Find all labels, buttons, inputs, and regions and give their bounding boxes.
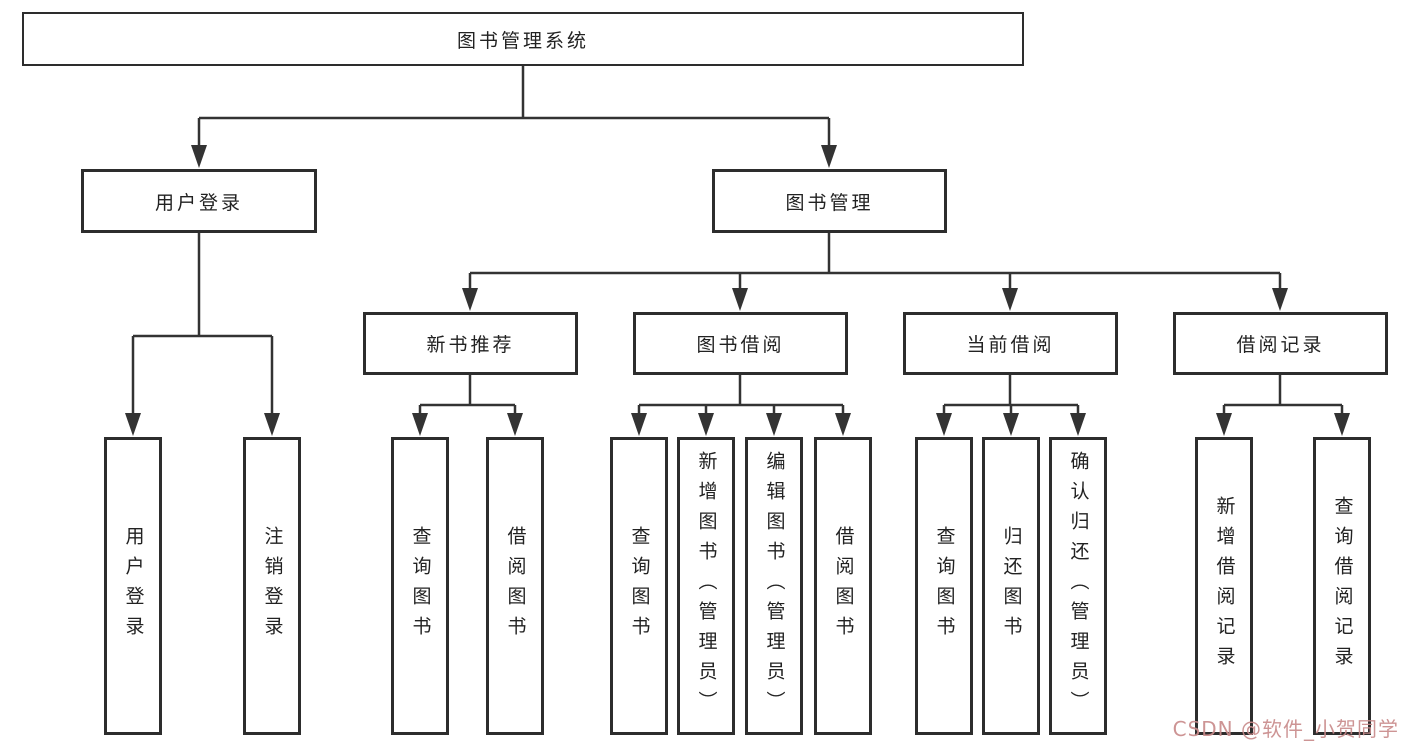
node-new-book-recommend-label: 新书推荐	[426, 334, 515, 356]
leaf-query-borrow-record: 查询借阅记录	[1313, 437, 1371, 735]
node-book-management-label: 图书管理	[785, 191, 874, 214]
node-borrow-records-label: 借阅记录	[1236, 334, 1325, 356]
leaf-borrow-book-2-label: 借阅图书	[832, 526, 855, 646]
node-book-borrow: 图书借阅	[633, 312, 848, 375]
leaf-logout-label: 注销登录	[261, 526, 284, 646]
node-current-borrow-label: 当前借阅	[966, 334, 1055, 356]
node-book-borrow-label: 图书借阅	[696, 334, 785, 356]
leaf-query-book-1: 查询图书	[391, 437, 449, 735]
leaf-query-book-1-label: 查询图书	[409, 526, 432, 646]
leaf-query-book-3-label: 查询图书	[933, 526, 956, 646]
watermark-text: CSDN @软件_小贺同学	[1172, 717, 1399, 741]
node-current-borrow: 当前借阅	[903, 312, 1118, 375]
leaf-borrow-book-2: 借阅图书	[814, 437, 872, 735]
leaf-logout: 注销登录	[243, 437, 301, 735]
leaf-query-book-2-label: 查询图书	[628, 526, 651, 646]
node-user-login: 用户登录	[81, 169, 317, 233]
leaf-user-login-label: 用户登录	[122, 526, 145, 646]
leaf-borrow-book-1-label: 借阅图书	[504, 526, 527, 646]
leaf-user-login: 用户登录	[104, 437, 162, 735]
leaf-borrow-book-1: 借阅图书	[486, 437, 544, 735]
leaf-add-borrow-record: 新增借阅记录	[1195, 437, 1253, 735]
leaf-query-borrow-record-label: 查询借阅记录	[1331, 496, 1354, 676]
node-root-label: 图书管理系统	[456, 29, 589, 52]
leaf-query-book-3: 查询图书	[915, 437, 973, 735]
leaf-confirm-return-admin: 确认归还（管理员）	[1049, 437, 1107, 735]
leaf-confirm-return-admin-label: 确认归还（管理员）	[1067, 451, 1090, 721]
node-root: 图书管理系统	[22, 12, 1024, 66]
node-borrow-records: 借阅记录	[1173, 312, 1388, 375]
leaf-return-book-label: 归还图书	[1000, 526, 1023, 646]
leaf-return-book: 归还图书	[982, 437, 1040, 735]
node-new-book-recommend: 新书推荐	[363, 312, 578, 375]
leaf-edit-book-admin-label: 编辑图书（管理员）	[763, 451, 786, 721]
arrowheads	[125, 145, 1350, 436]
leaf-query-book-2: 查询图书	[610, 437, 668, 735]
leaf-add-borrow-record-label: 新增借阅记录	[1213, 496, 1236, 676]
node-user-login-label: 用户登录	[154, 191, 243, 214]
leaf-add-book-admin: 新增图书（管理员）	[677, 437, 735, 735]
leaf-add-book-admin-label: 新增图书（管理员）	[695, 451, 718, 721]
leaf-edit-book-admin: 编辑图书（管理员）	[745, 437, 803, 735]
node-book-management: 图书管理	[712, 169, 947, 233]
